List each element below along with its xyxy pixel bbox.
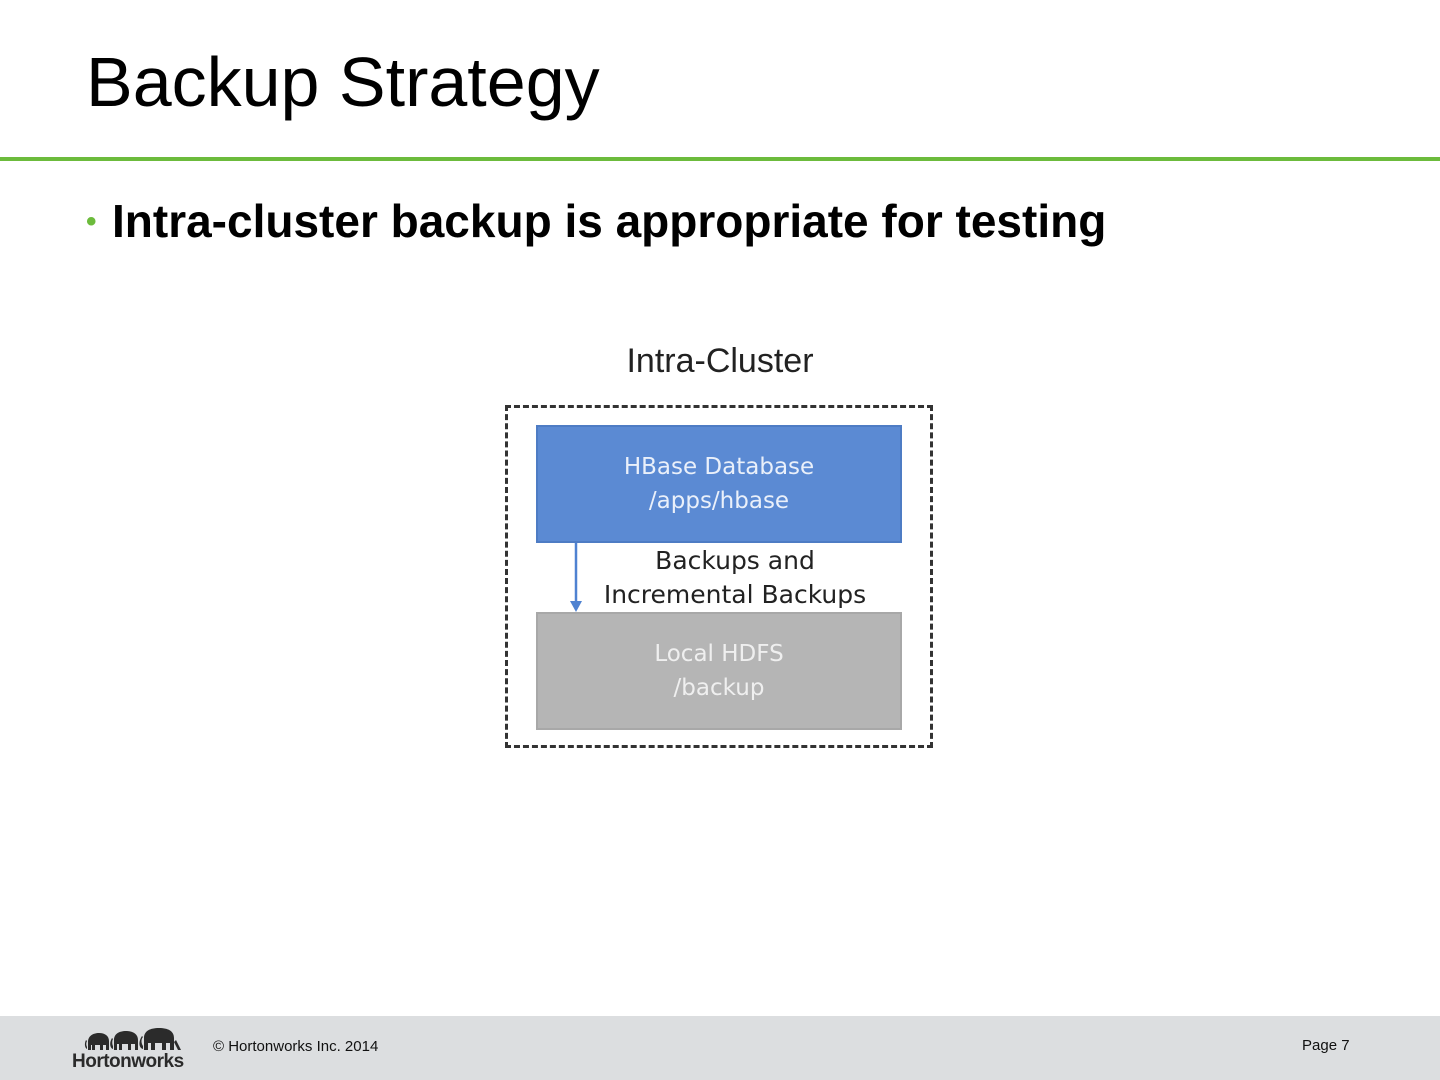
title-divider xyxy=(0,157,1440,161)
logo-wordmark: Hortonworks xyxy=(72,1051,184,1072)
local-hdfs-box: Local HDFS /backup xyxy=(536,612,902,730)
slide-title: Backup Strategy xyxy=(86,43,600,121)
cluster-boundary xyxy=(505,405,933,748)
page-number: Page 7 xyxy=(1302,1037,1350,1054)
flow-label-line2: Incremental Backups xyxy=(603,580,867,609)
hdfs-box-line2: /backup xyxy=(673,675,765,701)
flow-label: Backups and Incremental Backups xyxy=(590,544,880,612)
diagram-title: Intra-Cluster xyxy=(626,342,814,380)
copyright-text: © Hortonworks Inc. 2014 xyxy=(213,1038,379,1055)
bullet-text: Intra-cluster backup is appropriate for … xyxy=(112,195,1107,247)
hortonworks-logo: Hortonworks xyxy=(72,1026,190,1074)
footer-bar xyxy=(0,1016,1440,1080)
hbase-database-box: HBase Database /apps/hbase xyxy=(536,425,902,543)
down-arrow-icon xyxy=(570,543,582,612)
bullet-item: • Intra-cluster backup is appropriate fo… xyxy=(86,195,1106,247)
elephants-logo-icon xyxy=(84,1028,181,1050)
hbase-box-line1: HBase Database xyxy=(623,454,815,480)
hdfs-box-line1: Local HDFS xyxy=(654,641,784,667)
flow-label-line1: Backups and xyxy=(655,546,815,575)
bullet-dot-icon: • xyxy=(86,205,97,238)
hbase-box-line2: /apps/hbase xyxy=(648,488,790,514)
